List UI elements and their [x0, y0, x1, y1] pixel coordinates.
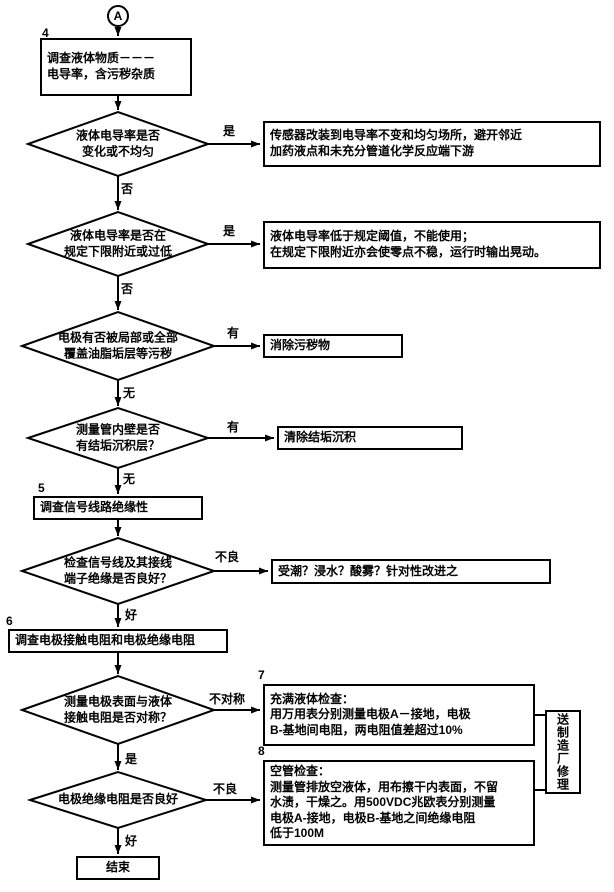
connector-lines [114, 27, 545, 854]
edge-label-not-symmetric: 不对称 [208, 690, 247, 707]
end-box: 结束 [76, 856, 160, 880]
result-box-remove-fouling: 消除污秽物 [263, 334, 403, 358]
decision-diamond-conductivity-varies [25, 110, 211, 178]
process-box-investigate-liquid: 调查液体物质－－－ 电导率，含污秽杂质 [40, 38, 192, 96]
step-number-8: 8 [258, 744, 265, 758]
step-number-7: 7 [258, 668, 265, 682]
edge-label-bad-2: 不良 [212, 780, 239, 797]
process-box-investigate-electrode: 调查电极接触电阻和电极绝缘电阻 [8, 629, 228, 653]
step-number-4: 4 [42, 26, 49, 40]
edge-label-yes-3: 是 [124, 750, 139, 767]
decision-diamond-electrode-fouled [19, 310, 217, 382]
edge-label-has-1: 有 [226, 324, 241, 341]
step-number-6: 6 [6, 614, 13, 628]
process-box-investigate-signal-line: 调查信号线路绝缘性 [33, 496, 203, 520]
edge-label-bad-1: 不良 [214, 548, 241, 565]
edge-label-none-2: 无 [122, 470, 137, 487]
result-box-too-low-note: 液体电导率低于规定阈值，不能使用； 在规定下限附近亦会使零点不稳，运行时输出晃动… [263, 221, 601, 269]
decision-text-conductivity-low: 液体电导率是否在 规定下限附近或过低 [63, 228, 172, 258]
edge-label-good-1: 好 [124, 606, 139, 623]
edge-label-no-1: 否 [120, 180, 135, 197]
result-box-relocate-sensor: 传感器改装到电导率不变和均匀场所，避开邻近 加药液点和未充分管道化学反应端下游 [263, 121, 601, 167]
result-box-insulation-fix: 受潮？浸水？酸雾？针对性改进之 [271, 559, 551, 584]
connector-a: A [107, 5, 129, 27]
decision-text-electrode-fouled: 电极有否被局部或全部 覆盖油脂垢层等污秽 [57, 330, 178, 360]
result-box-full-liquid-check: 充满液体检查： 用万用表分别测量电极A－接地，电极 B-基地间电阻，两电阻值差超… [263, 684, 535, 746]
decision-text-contact-symmetric: 测量电极表面与液体 接触电阻是否对称？ [63, 694, 172, 724]
edge-label-yes-1: 是 [222, 122, 237, 139]
result-box-empty-tube-check: 空管检查： 测量管排放空液体，用布擦干内表面，不留 水渍，干燥之。用500VDC… [263, 760, 535, 846]
decision-diamond-contact-symmetric [19, 674, 217, 746]
decision-text-electrode-insulation: 电极绝缘电阻是否良好 [57, 792, 178, 807]
edge-label-good-2: 好 [124, 832, 139, 849]
repair-box: 送制造厂修理 [545, 710, 581, 794]
step-number-5: 5 [38, 481, 45, 495]
edge-label-has-2: 有 [226, 418, 241, 435]
edge-label-no-2: 否 [120, 280, 135, 297]
decision-text-tube-scaled: 测量管内壁是否 有结垢沉积层？ [75, 422, 160, 452]
decision-text-conductivity-varies: 液体电导率是否 变化或不均匀 [75, 128, 160, 158]
decision-diamond-electrode-insulation [26, 770, 210, 830]
decision-diamond-tube-scaled [24, 406, 212, 470]
edge-label-yes-2: 是 [222, 222, 237, 239]
edge-label-none-1: 无 [122, 384, 137, 401]
decision-diamond-signal-insulation [18, 536, 218, 606]
result-box-remove-scale: 清除结垢沉积 [277, 426, 463, 450]
decision-text-signal-insulation: 检查信号线及其接线 端子绝缘是否良好？ [63, 555, 172, 585]
decision-diamond-conductivity-low [25, 210, 211, 278]
